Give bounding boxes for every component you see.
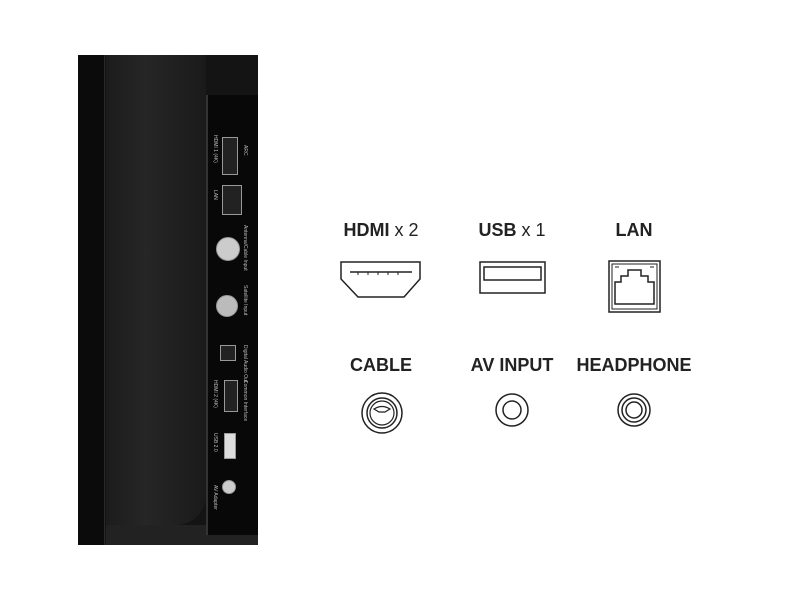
hdmi1-port: [222, 137, 238, 175]
tv-side-photo: ARC HDMI 1 (4K) LAN Antenna/Cable Input …: [78, 55, 258, 545]
lan-label: LAN: [615, 220, 653, 240]
port-label: AV Adapter: [212, 485, 218, 510]
satellite-port: [216, 295, 238, 317]
port-strip: ARC HDMI 1 (4K) LAN Antenna/Cable Input …: [206, 95, 258, 535]
usb-label: USB x 1: [478, 220, 546, 240]
av-jack-icon: [495, 393, 529, 427]
tv-edge: [78, 55, 105, 545]
optical-port: [220, 345, 236, 361]
port-label: Antenna/Cable Input: [242, 225, 248, 271]
port-label: Satellite Input: [242, 285, 248, 316]
usb-port: [224, 433, 236, 459]
headphone-jack-icon: [617, 393, 651, 427]
port-label: Common Interface: [242, 380, 248, 422]
cable-label: CABLE: [350, 355, 412, 375]
hdmi-port-icon: [340, 261, 421, 298]
hdmi-label: HDMI x 2: [343, 220, 419, 240]
tv-stand: [106, 55, 206, 525]
port-label: Digital Audio Out: [242, 345, 248, 383]
usb-port-icon: [479, 261, 546, 294]
ethernet-port-icon: [608, 260, 661, 313]
port-label: HDMI 2 (4K): [212, 380, 218, 408]
av-port: [222, 480, 236, 494]
port-label: USB 2.0: [212, 433, 218, 452]
port-label: HDMI 1 (4K): [212, 135, 218, 163]
headphone-label: HEADPHONE: [576, 355, 692, 375]
antenna-port: [216, 237, 240, 261]
port-label: LAN: [212, 190, 218, 200]
av-input-label: AV INPUT: [470, 355, 554, 375]
coax-port-icon: [361, 392, 403, 434]
lan-port: [222, 185, 242, 215]
port-label: ARC: [242, 145, 248, 156]
hdmi2-port: [224, 380, 238, 412]
